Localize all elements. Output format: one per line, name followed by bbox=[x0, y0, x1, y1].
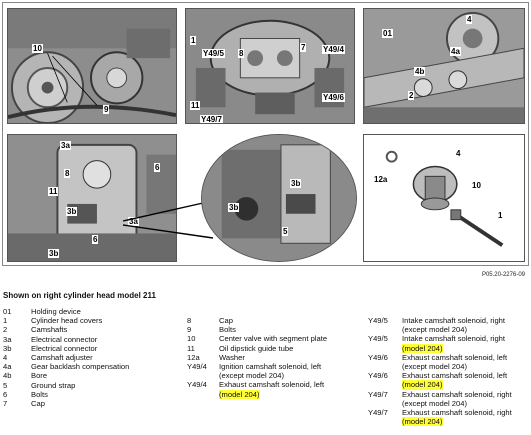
callout-label: 11 bbox=[190, 101, 201, 110]
photo-panel-connectors: 3a 8 6 11 3b 3a 6 3b bbox=[7, 134, 177, 262]
legend-title: Shown on right cylinder head model 211 bbox=[3, 291, 156, 300]
photo-panel-camshaft-right: 01 4 4a 4b 2 bbox=[363, 8, 525, 124]
parts-illustration bbox=[364, 135, 524, 261]
callout-label: 10 bbox=[472, 181, 481, 190]
callout-label: 12a bbox=[374, 175, 388, 184]
photo-illustration bbox=[202, 135, 356, 261]
callout-label: 8 bbox=[64, 169, 71, 178]
legend-item-sub: (except model 204) bbox=[402, 325, 468, 335]
callout-label: 3a bbox=[60, 141, 71, 150]
photo-panel-zoom-detail: 3b 3b 5 bbox=[201, 134, 357, 262]
callout-label: 3b bbox=[48, 249, 60, 258]
callout-label: Y49/5 bbox=[202, 49, 225, 58]
callout-label: 3b bbox=[228, 203, 240, 212]
figure-reference: P05.20-2276-09 bbox=[481, 272, 525, 278]
photo-panel-engine-top: 1 Y49/5 8 7 Y49/4 Y49/6 11 Y49/7 bbox=[185, 8, 355, 124]
callout-label: 4 bbox=[456, 149, 461, 158]
legend-item-sub: (except model 204) bbox=[219, 371, 285, 381]
callout-label: 1 bbox=[190, 36, 197, 45]
highlighted-text: (model 204) bbox=[402, 380, 443, 390]
highlighted-text: (model 204) bbox=[402, 417, 443, 427]
legend-item-sub: (except model 204) bbox=[402, 362, 468, 372]
legend-item-sub: (model 204) bbox=[368, 417, 512, 427]
callout-label: 4b bbox=[414, 67, 426, 76]
callout-label: 6 bbox=[154, 163, 161, 172]
callout-label: 9 bbox=[103, 105, 110, 114]
callout-label: 4 bbox=[466, 15, 473, 24]
legend-item-sub: (model 204) bbox=[187, 389, 327, 399]
photo-illustration bbox=[8, 9, 176, 123]
highlighted-text: (model 204) bbox=[402, 343, 443, 353]
photo-illustration bbox=[186, 9, 354, 123]
callout-label: Y49/4 bbox=[322, 45, 345, 54]
callout-label: 3a bbox=[128, 217, 139, 226]
callout-label: 11 bbox=[48, 187, 59, 196]
callout-label: 01 bbox=[382, 29, 393, 38]
photo-panel-camshaft-adjuster-left: 10 9 bbox=[7, 8, 177, 124]
callout-label: 5 bbox=[282, 227, 289, 236]
callout-label: Y49/7 bbox=[200, 115, 223, 124]
callout-label: 10 bbox=[32, 44, 43, 53]
legend-item-sub: (except model 204) bbox=[402, 398, 468, 408]
callout-label: Y49/6 bbox=[322, 93, 345, 102]
callout-label: 8 bbox=[238, 49, 245, 58]
callout-label: 7 bbox=[300, 43, 307, 52]
highlighted-text: (model 204) bbox=[219, 389, 260, 399]
photo-panel-parts: 4 12a 10 1 bbox=[363, 134, 525, 262]
callout-label: 3b bbox=[290, 179, 302, 188]
figure: 10 9 1 Y49/5 8 7 Y49/4 Y49/6 11 Y49/7 bbox=[2, 2, 529, 266]
callout-label: 2 bbox=[408, 91, 415, 100]
callout-label: 6 bbox=[92, 235, 99, 244]
photo-illustration bbox=[364, 9, 524, 123]
legend-item-sub: (model 204) bbox=[368, 380, 512, 390]
callout-label: 4a bbox=[450, 47, 461, 56]
callout-label: 3b bbox=[66, 207, 78, 216]
legend-item-sub: (model 204) bbox=[368, 343, 512, 353]
callout-label: 1 bbox=[498, 211, 503, 220]
